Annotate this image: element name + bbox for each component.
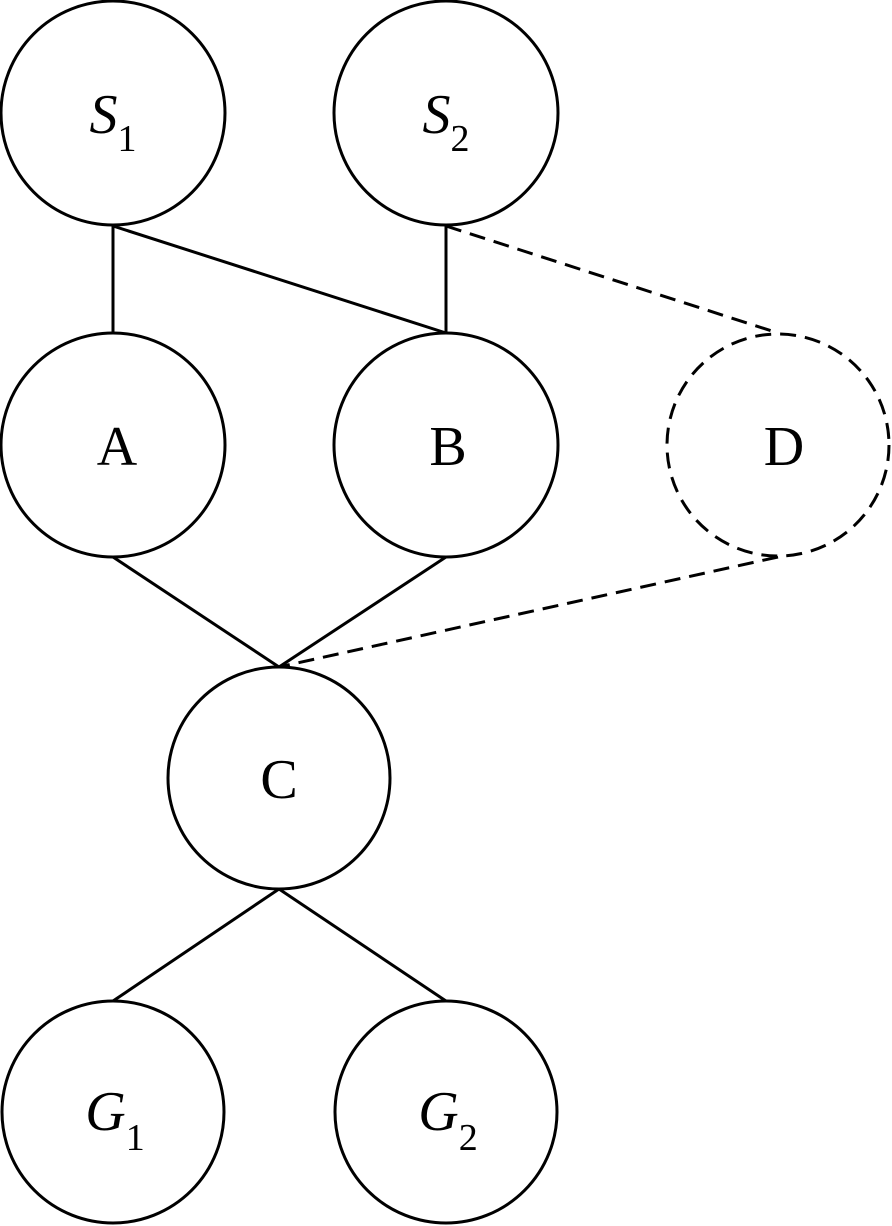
node-b-label: B [429, 416, 466, 478]
edges-layer [111, 224, 779, 1003]
node-g1-label: G1 [85, 1081, 144, 1159]
node-g2-label: G2 [418, 1081, 477, 1159]
edge-c-g2 [278, 887, 447, 1003]
node-c-circle [166, 665, 392, 891]
node-a-main: A [97, 416, 138, 478]
node-s1-label: S1 [90, 84, 137, 160]
node-a-label: A [97, 416, 138, 478]
node-s2-circle [332, 0, 560, 227]
node-d: D [665, 332, 891, 558]
node-d-circle [665, 332, 891, 558]
node-b: B [332, 331, 560, 559]
node-g1-circle [0, 999, 226, 1225]
edge-b-c [278, 555, 447, 669]
node-s2-sub: 2 [451, 118, 470, 160]
node-g1: G1 [0, 999, 226, 1225]
node-s2: S2 [332, 0, 560, 227]
edge-d-c [278, 555, 779, 669]
edge-c-g1 [112, 887, 280, 1003]
node-g1-sub: 1 [126, 1117, 145, 1159]
node-s2-main: S [423, 84, 451, 146]
node-d-label: D [764, 416, 804, 478]
node-b-circle [332, 331, 560, 559]
node-g2-sub: 2 [459, 1117, 478, 1159]
node-g1-main: G [85, 1081, 125, 1143]
node-g2-main: G [418, 1081, 458, 1143]
node-s1: S1 [0, 0, 227, 227]
edge-s1-b [112, 224, 447, 335]
node-c-main: C [260, 749, 297, 811]
node-a-circle [0, 331, 227, 559]
node-s1-main: S [90, 84, 118, 146]
node-b-main: B [429, 416, 466, 478]
node-g2-circle [333, 999, 559, 1225]
edge-s2-d [445, 224, 779, 335]
node-a: A [0, 331, 227, 559]
node-g2: G2 [333, 999, 559, 1225]
node-c: C [166, 665, 392, 891]
node-s1-circle [0, 0, 227, 227]
node-s2-label: S2 [423, 84, 470, 160]
node-d-main: D [764, 416, 804, 478]
node-s1-sub: 1 [118, 118, 137, 160]
node-c-label: C [260, 749, 297, 811]
edge-a-c [112, 555, 280, 669]
